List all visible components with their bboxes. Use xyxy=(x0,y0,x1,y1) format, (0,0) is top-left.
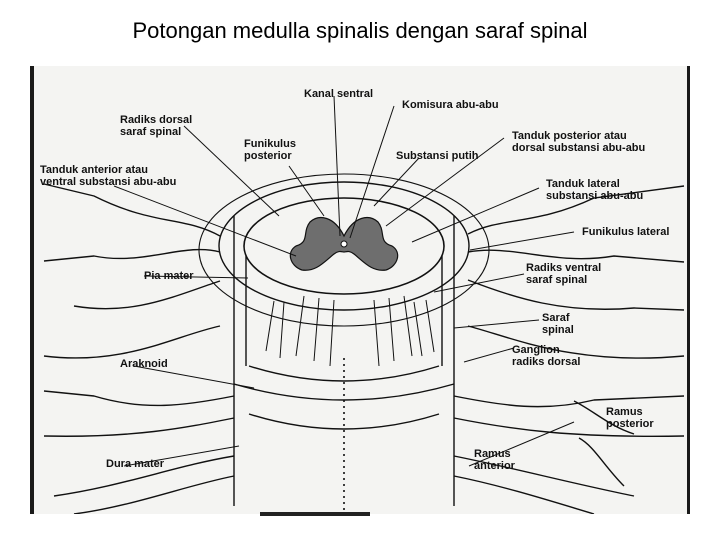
label-tanduk-lateral: Tanduk lateral substansi abu-abu xyxy=(546,178,644,202)
cord-outline xyxy=(243,197,445,295)
spinal-cord-diagram xyxy=(43,95,685,514)
label-komisura-abu-abu: Komisura abu-abu xyxy=(402,99,499,111)
spinal-nerve-right xyxy=(467,185,685,235)
spinal-cord-figure: Kanal sentral Komisura abu-abu Radiks do… xyxy=(30,66,690,514)
bottom-edge-mark xyxy=(260,512,370,516)
label-dura-mater: Dura mater xyxy=(106,458,165,470)
slide-title: Potongan medulla spinalis dengan saraf s… xyxy=(132,18,588,43)
label-tanduk-posterior: Tanduk posterior atau dorsal substansi a… xyxy=(512,130,646,154)
label-radiks-dorsal: Radiks dorsal saraf spinal xyxy=(120,114,193,138)
label-ramus-anterior: Ramus anterior xyxy=(474,448,515,472)
central-canal xyxy=(340,240,348,248)
label-tanduk-anterior: Tanduk anterior atau ventral substansi a… xyxy=(40,164,177,188)
spinal-nerve-left xyxy=(43,183,221,237)
label-substansi-putih: Substansi putih xyxy=(396,150,479,162)
label-kanal-sentral: Kanal sentral xyxy=(304,88,374,100)
label-ganglion: Ganglion radiks dorsal xyxy=(512,344,581,368)
label-araknoid: Araknoid xyxy=(120,358,168,370)
label-radiks-ventral: Radiks ventral saraf spinal xyxy=(526,262,602,286)
label-funikulus-lateral: Funikulus lateral xyxy=(582,226,670,238)
label-pia-mater: Pia mater xyxy=(144,270,194,282)
label-saraf-spinal: Saraf spinal xyxy=(542,312,574,336)
label-ramus-posterior: Ramus posterior xyxy=(606,406,654,430)
label-funikulus-posterior: Funikulus posterior xyxy=(244,138,296,162)
